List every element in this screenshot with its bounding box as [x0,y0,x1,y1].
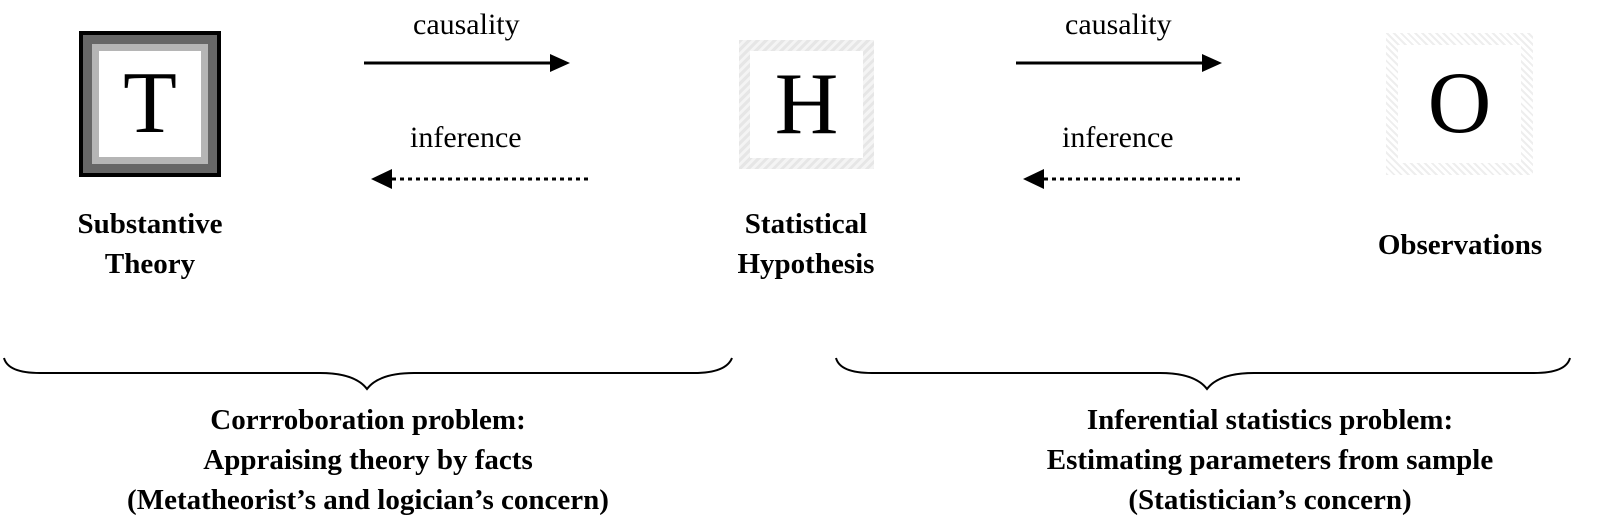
hypothesis-label-line1: Statistical [744,208,868,240]
theory-label-line2: Theory [104,248,196,280]
right-brace [835,357,1571,391]
hypothesis-letter: H [774,55,839,153]
left-causality-label: causality [413,8,520,41]
theory-label-line1: Substantive [77,208,223,240]
right-inference-label: inference [1062,121,1174,154]
left-causality-arrow [364,54,570,72]
hypothesis-node-box: H [739,40,874,169]
right-caption-line1: Inferential statistics problem: [1086,404,1454,436]
right-causality-arrow [1016,54,1222,72]
observations-node-box: O [1386,33,1533,175]
right-caption-line2: Estimating parameters from sample [1046,444,1494,476]
theory-label: Substantive Theory [40,204,260,284]
right-caption: Inferential statistics problem: Estimati… [930,400,1610,520]
theory-letter: T [123,55,177,152]
hypothesis-label: Statistical Hypothesis [700,204,912,284]
observations-box-inner: O [1398,45,1521,163]
right-inference-arrow [1023,169,1244,189]
left-caption: Corrroboration problem: Appraising theor… [18,400,718,520]
left-brace [3,357,733,391]
observations-label: Observations [1377,229,1543,261]
theory-node-box: T [79,31,221,177]
left-inference-label: inference [410,121,522,154]
right-causality-label: causality [1065,8,1172,41]
theory-box-inner: T [99,51,201,157]
left-caption-line3: (Metatheorist’s and logician’s concern) [127,484,609,516]
observations-letter: O [1427,55,1492,152]
left-caption-line1: Corrroboration problem: [210,404,526,436]
hypothesis-box-inner: H [750,51,863,158]
left-inference-arrow [371,169,590,189]
hypothesis-label-line2: Hypothesis [737,248,875,280]
left-caption-line2: Appraising theory by facts [203,444,533,476]
right-caption-line3: (Statistician’s concern) [1128,484,1412,516]
